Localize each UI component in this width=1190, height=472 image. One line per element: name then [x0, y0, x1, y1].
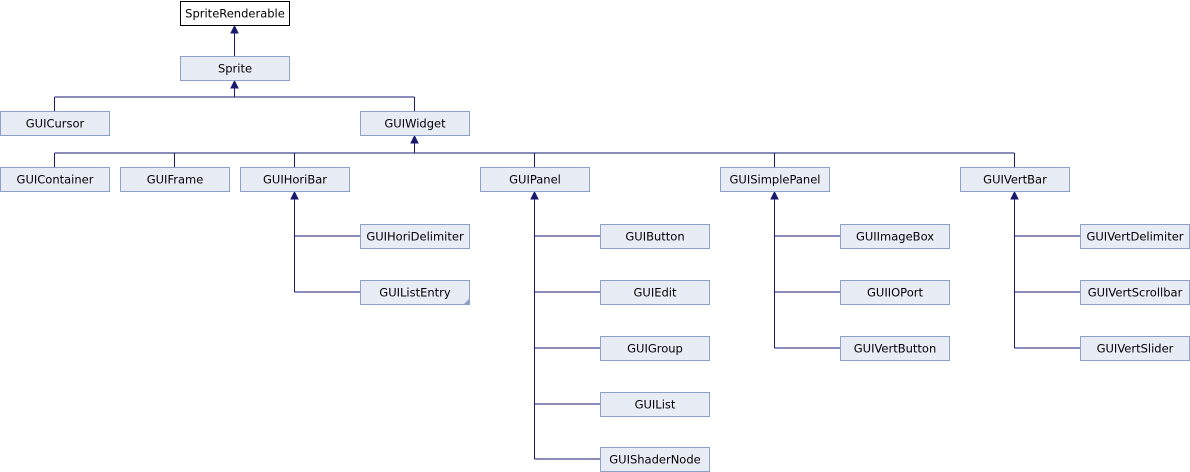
- folded-corner-icon: [463, 298, 470, 305]
- class-node-guivertbar[interactable]: GUIVertBar: [960, 167, 1070, 192]
- inheritance-arrow-guipanel: [530, 190, 539, 200]
- class-label: GUICursor: [26, 117, 85, 131]
- class-box: [600, 280, 710, 305]
- class-label: GUIGroup: [627, 342, 683, 356]
- class-label: Sprite: [218, 62, 252, 76]
- class-label: GUIWidget: [384, 117, 446, 131]
- class-node-guiwidget[interactable]: GUIWidget: [360, 111, 470, 136]
- class-label: GUIVertButton: [854, 342, 937, 356]
- class-label: GUIEdit: [634, 286, 677, 300]
- class-label: GUIVertDelimiter: [1086, 230, 1183, 244]
- class-node-guiioport[interactable]: GUIIOPort: [840, 280, 950, 305]
- class-label: GUIContainer: [17, 173, 94, 187]
- class-node-guihoribar[interactable]: GUIHoriBar: [240, 167, 350, 192]
- class-box: [720, 167, 830, 192]
- class-box: [840, 336, 950, 361]
- class-node-spriterenderable[interactable]: SpriteRenderable: [180, 1, 290, 26]
- class-label: GUIList: [635, 398, 676, 412]
- edge-group-guipanel: [530, 190, 600, 460]
- class-box: [1080, 224, 1190, 249]
- class-box: [360, 224, 470, 249]
- class-box: [840, 224, 950, 249]
- class-node-guisimplepanel[interactable]: GUISimplePanel: [720, 167, 830, 192]
- class-box: [960, 167, 1070, 192]
- class-box: [600, 224, 710, 249]
- class-label: GUISimplePanel: [729, 173, 820, 187]
- class-node-guilistentry[interactable]: GUIListEntry: [360, 280, 470, 305]
- class-node-guipanel[interactable]: GUIPanel: [480, 167, 590, 192]
- class-label: GUIIOPort: [867, 286, 923, 300]
- class-box: [1080, 280, 1190, 305]
- class-box: [600, 392, 710, 417]
- class-node-guilist[interactable]: GUIList: [600, 392, 710, 417]
- class-box: [0, 167, 110, 192]
- class-box: [360, 111, 470, 136]
- inheritance-arrow-guihoribar: [290, 190, 299, 200]
- edge-group-spriterenderable: [230, 24, 239, 56]
- class-box: [1080, 336, 1190, 361]
- class-box: [240, 167, 350, 192]
- class-node-guibutton[interactable]: GUIButton: [600, 224, 710, 249]
- class-label: GUIHoriBar: [263, 173, 327, 187]
- class-node-guicontainer[interactable]: GUIContainer: [0, 167, 110, 192]
- class-box: [600, 336, 710, 361]
- class-node-sprite[interactable]: Sprite: [180, 56, 290, 81]
- class-label: GUIFrame: [147, 173, 204, 187]
- class-box: [360, 280, 470, 305]
- class-node-guishadernode[interactable]: GUIShaderNode: [600, 447, 710, 472]
- class-node-guivertbutton[interactable]: GUIVertButton: [840, 336, 950, 361]
- class-box: [180, 1, 290, 26]
- class-box: [120, 167, 230, 192]
- inheritance-arrow-guiwidget: [410, 134, 419, 144]
- class-label: GUIImageBox: [856, 230, 934, 244]
- class-node-guiedit[interactable]: GUIEdit: [600, 280, 710, 305]
- edge-group-sprite: [54, 79, 415, 111]
- class-node-guiframe[interactable]: GUIFrame: [120, 167, 230, 192]
- class-label: GUIPanel: [509, 173, 561, 187]
- class-node-guiimagebox[interactable]: GUIImageBox: [840, 224, 950, 249]
- class-box: [480, 167, 590, 192]
- edge-group-guihoribar: [290, 190, 360, 293]
- class-box: [600, 447, 710, 472]
- class-label: GUIButton: [625, 230, 684, 244]
- inheritance-arrow-guivertbar: [1010, 190, 1019, 200]
- inheritance-arrow-guisimplepanel: [770, 190, 779, 200]
- class-label: GUIVertSlider: [1097, 342, 1174, 356]
- class-label: GUIListEntry: [379, 286, 451, 300]
- class-node-guivertslider[interactable]: GUIVertSlider: [1080, 336, 1190, 361]
- inheritance-edges: [54, 24, 1080, 460]
- class-box: [0, 111, 110, 136]
- class-label: GUIHoriDelimiter: [366, 230, 464, 244]
- class-label: SpriteRenderable: [185, 7, 285, 21]
- class-label: GUIVertScrollbar: [1088, 286, 1183, 300]
- class-label: GUIVertBar: [983, 173, 1047, 187]
- edge-group-guivertbar: [1010, 190, 1080, 349]
- class-node-guivertscrollbar[interactable]: GUIVertScrollbar: [1080, 280, 1190, 305]
- inheritance-arrow-spriterenderable: [230, 24, 239, 34]
- class-label: GUIShaderNode: [609, 453, 700, 467]
- class-box: [180, 56, 290, 81]
- inheritance-arrow-sprite: [230, 79, 239, 89]
- edge-group-guiwidget: [54, 134, 1015, 167]
- class-box: [840, 280, 950, 305]
- class-node-guigroup[interactable]: GUIGroup: [600, 336, 710, 361]
- edge-group-guisimplepanel: [770, 190, 840, 349]
- class-node-guivertdelimiter[interactable]: GUIVertDelimiter: [1080, 224, 1190, 249]
- class-node-guihoridelimiter[interactable]: GUIHoriDelimiter: [360, 224, 470, 249]
- class-node-guicursor[interactable]: GUICursor: [0, 111, 110, 136]
